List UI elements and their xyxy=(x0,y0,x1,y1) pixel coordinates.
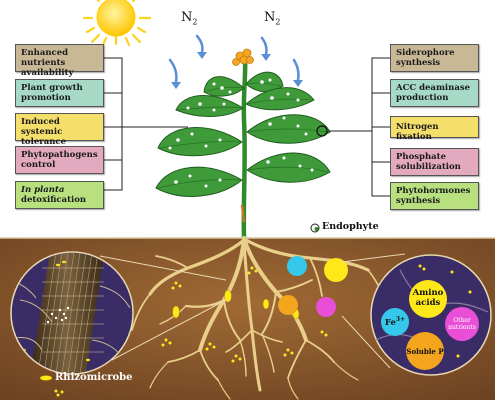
nitrogen-arrowhead-icons xyxy=(171,52,303,89)
leaf xyxy=(155,166,243,197)
rhizomicrobe-spots xyxy=(172,289,300,320)
iron-label: Fe3+ xyxy=(384,316,406,328)
root-system xyxy=(131,236,385,400)
iron-circle xyxy=(381,308,409,336)
zoom-lines xyxy=(99,253,406,369)
leaf xyxy=(203,76,245,97)
stem-lesion xyxy=(240,204,246,223)
root-zoom-lens xyxy=(10,251,134,375)
nutrient-node-yellow xyxy=(324,258,348,282)
nitrogen-label-left: N2 xyxy=(181,10,198,27)
lens-microbe-dots xyxy=(418,264,472,358)
leaf xyxy=(245,87,315,111)
leaf xyxy=(157,127,243,157)
nitrogen-label-right: N2 xyxy=(264,10,281,27)
flower-icon xyxy=(232,48,254,66)
other-nutrients-label: Other nutrients xyxy=(448,317,476,331)
nutrient-node-magenta xyxy=(316,297,336,317)
connector-lines xyxy=(104,57,390,197)
right-box-nitrogen: Nitrogen fixation xyxy=(390,116,479,142)
nutrient-node-cyan xyxy=(287,256,307,276)
endophyte-legend-icon xyxy=(310,223,320,233)
endophyte-dots xyxy=(168,78,314,188)
soluble-p-label: Soluble P xyxy=(406,347,444,356)
amino-acids-circle xyxy=(409,280,447,318)
other-nutrients-circle xyxy=(445,307,479,341)
sun-icon xyxy=(82,0,152,47)
rhizomicrobe-clusters xyxy=(161,266,332,363)
plant-stem xyxy=(241,57,248,239)
bottom-rhizomicrobe-icon xyxy=(54,389,64,397)
nitrogen-arrow-icons xyxy=(168,34,300,84)
amino-acids-label: Amino acids xyxy=(412,288,444,308)
soluble-p-circle xyxy=(406,332,444,370)
leaf-veins xyxy=(157,82,329,189)
leaf xyxy=(245,71,284,93)
leaf xyxy=(175,95,244,117)
endophyte-legend-label: Endophyte xyxy=(322,221,379,232)
rhizomicrobe-legend-icon xyxy=(39,375,53,381)
nutrient-node-orange xyxy=(278,295,298,315)
rhizomicrobe-legend-label: Rhizomicrobe xyxy=(55,372,133,383)
